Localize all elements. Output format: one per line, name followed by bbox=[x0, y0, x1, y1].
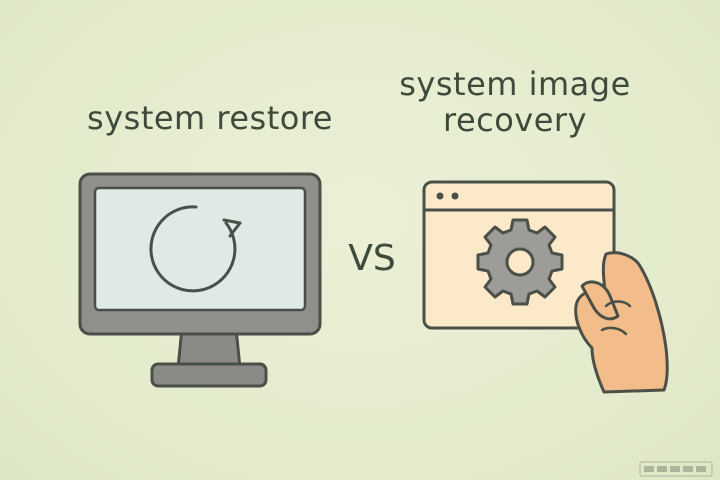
gear-icon bbox=[476, 218, 564, 306]
refresh-icon bbox=[149, 205, 242, 293]
window-dot-1 bbox=[436, 192, 444, 200]
window-dot-2 bbox=[451, 192, 459, 200]
system-image-recovery-line-1: system image bbox=[399, 65, 631, 103]
hand-icon bbox=[574, 251, 669, 394]
monitor-icon bbox=[78, 172, 322, 388]
watermark-logo bbox=[639, 461, 713, 477]
system-image-recovery-label: system image recovery bbox=[365, 66, 665, 138]
system-restore-label: system restore bbox=[87, 99, 333, 137]
vs-text: VS bbox=[348, 238, 396, 279]
system-image-recovery-line-2: recovery bbox=[442, 101, 588, 139]
